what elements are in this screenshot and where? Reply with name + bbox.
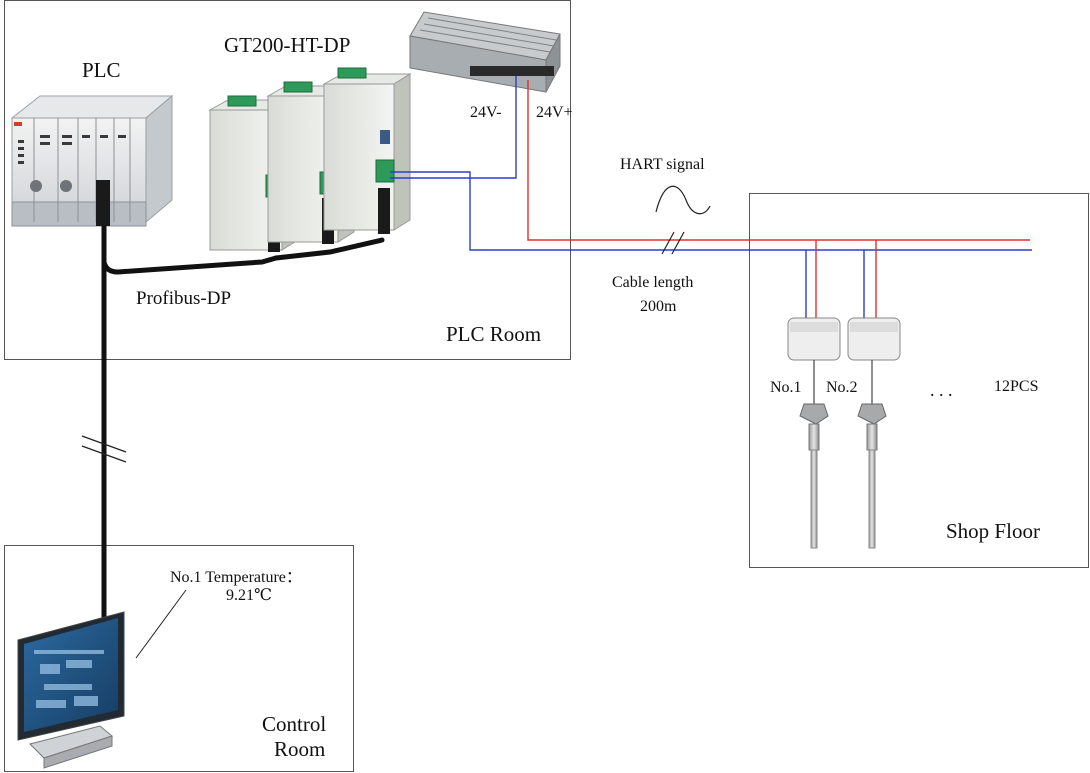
readout-leader-line [135,589,187,659]
profibus-break-mark [81,435,127,463]
control-room-label-line1: Control [262,712,327,736]
transmitter-no1-label: No.1 [770,379,802,396]
cable-length-value: 200m [640,298,677,315]
transmitter-no1 [787,317,841,549]
plc-dp-connector [96,180,110,226]
gateway-label: GT200-HT-DP [224,33,351,57]
plc-device [10,94,174,227]
temperature-readout-value: 9.21℃ [226,587,272,604]
power-positive-label: 24V+ [536,104,573,121]
cable-length-label: Cable length [612,274,694,291]
hart-signal-label: HART signal [620,156,705,173]
control-room-label-line2: Room [274,737,326,761]
cable-break-mark [661,231,685,255]
plc-room-label: PLC Room [446,322,542,346]
gateway-module-3 [322,67,412,234]
power-supply [409,11,561,93]
transmitter-no2-label: No.2 [826,379,858,396]
hart-wiring [390,76,1032,322]
profibus-cable [101,197,385,623]
transmitter-ellipsis: . . . [930,380,953,400]
transmitter-count-label: 12PCS [994,378,1039,395]
temperature-readout-label: No.1 Temperature： [170,569,302,586]
power-negative-label: 24V- [470,104,502,121]
shop-floor-label: Shop Floor [946,519,1040,543]
plc-label: PLC [82,58,121,82]
hart-signal-icon [655,185,711,215]
profibus-label: Profibus-DP [136,288,232,309]
gateway-modules [208,67,412,252]
monitor-workstation [17,611,125,769]
transmitter-no2 [847,317,901,549]
